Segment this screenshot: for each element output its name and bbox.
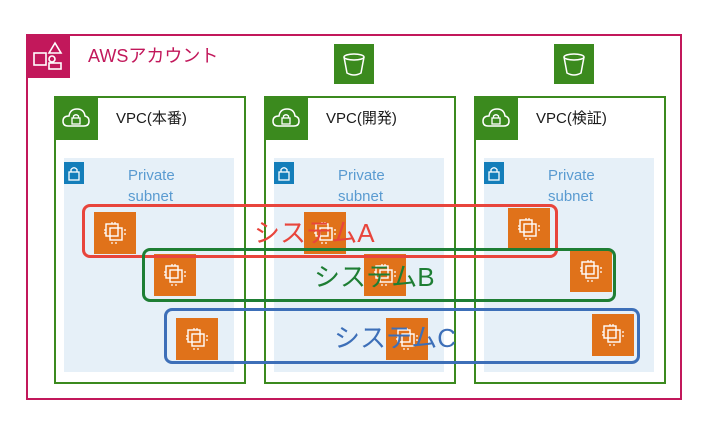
system-a-group <box>82 204 558 258</box>
vpc-label: VPC(検証) <box>536 110 607 127</box>
aws-account-icon <box>26 34 70 78</box>
ec2-instance-icon <box>364 254 406 296</box>
vpc-dev <box>264 96 456 384</box>
ec2-instance-icon <box>508 208 550 250</box>
system-a-label: システムA <box>254 218 375 248</box>
ec2-instance-icon <box>304 212 346 254</box>
ec2-instance-icon <box>176 318 218 360</box>
ec2-instance-icon <box>154 254 196 296</box>
system-b-group <box>142 248 616 302</box>
ec2-instance-icon <box>592 314 634 356</box>
vpc-label: VPC(開発) <box>326 110 397 127</box>
lock-icon <box>484 162 504 184</box>
system-c-group <box>164 308 640 364</box>
vpc-prod <box>54 96 246 384</box>
cloud-lock-icon <box>474 96 518 140</box>
system-b-label: システムB <box>314 262 435 292</box>
system-c-label: システムC <box>334 323 456 353</box>
vpc-label: VPC(本番) <box>116 110 187 127</box>
vpc-staging <box>474 96 666 384</box>
aws-account-label: AWSアカウント <box>88 46 219 66</box>
ec2-instance-icon <box>570 250 612 292</box>
lock-icon <box>64 162 84 184</box>
s3-bucket-icon <box>554 44 594 84</box>
ec2-instance-icon <box>94 212 136 254</box>
cloud-lock-icon <box>264 96 308 140</box>
cloud-lock-icon <box>54 96 98 140</box>
ec2-instance-icon <box>386 318 428 360</box>
lock-icon <box>274 162 294 184</box>
s3-bucket-icon <box>334 44 374 84</box>
aws-account-container <box>26 34 682 400</box>
